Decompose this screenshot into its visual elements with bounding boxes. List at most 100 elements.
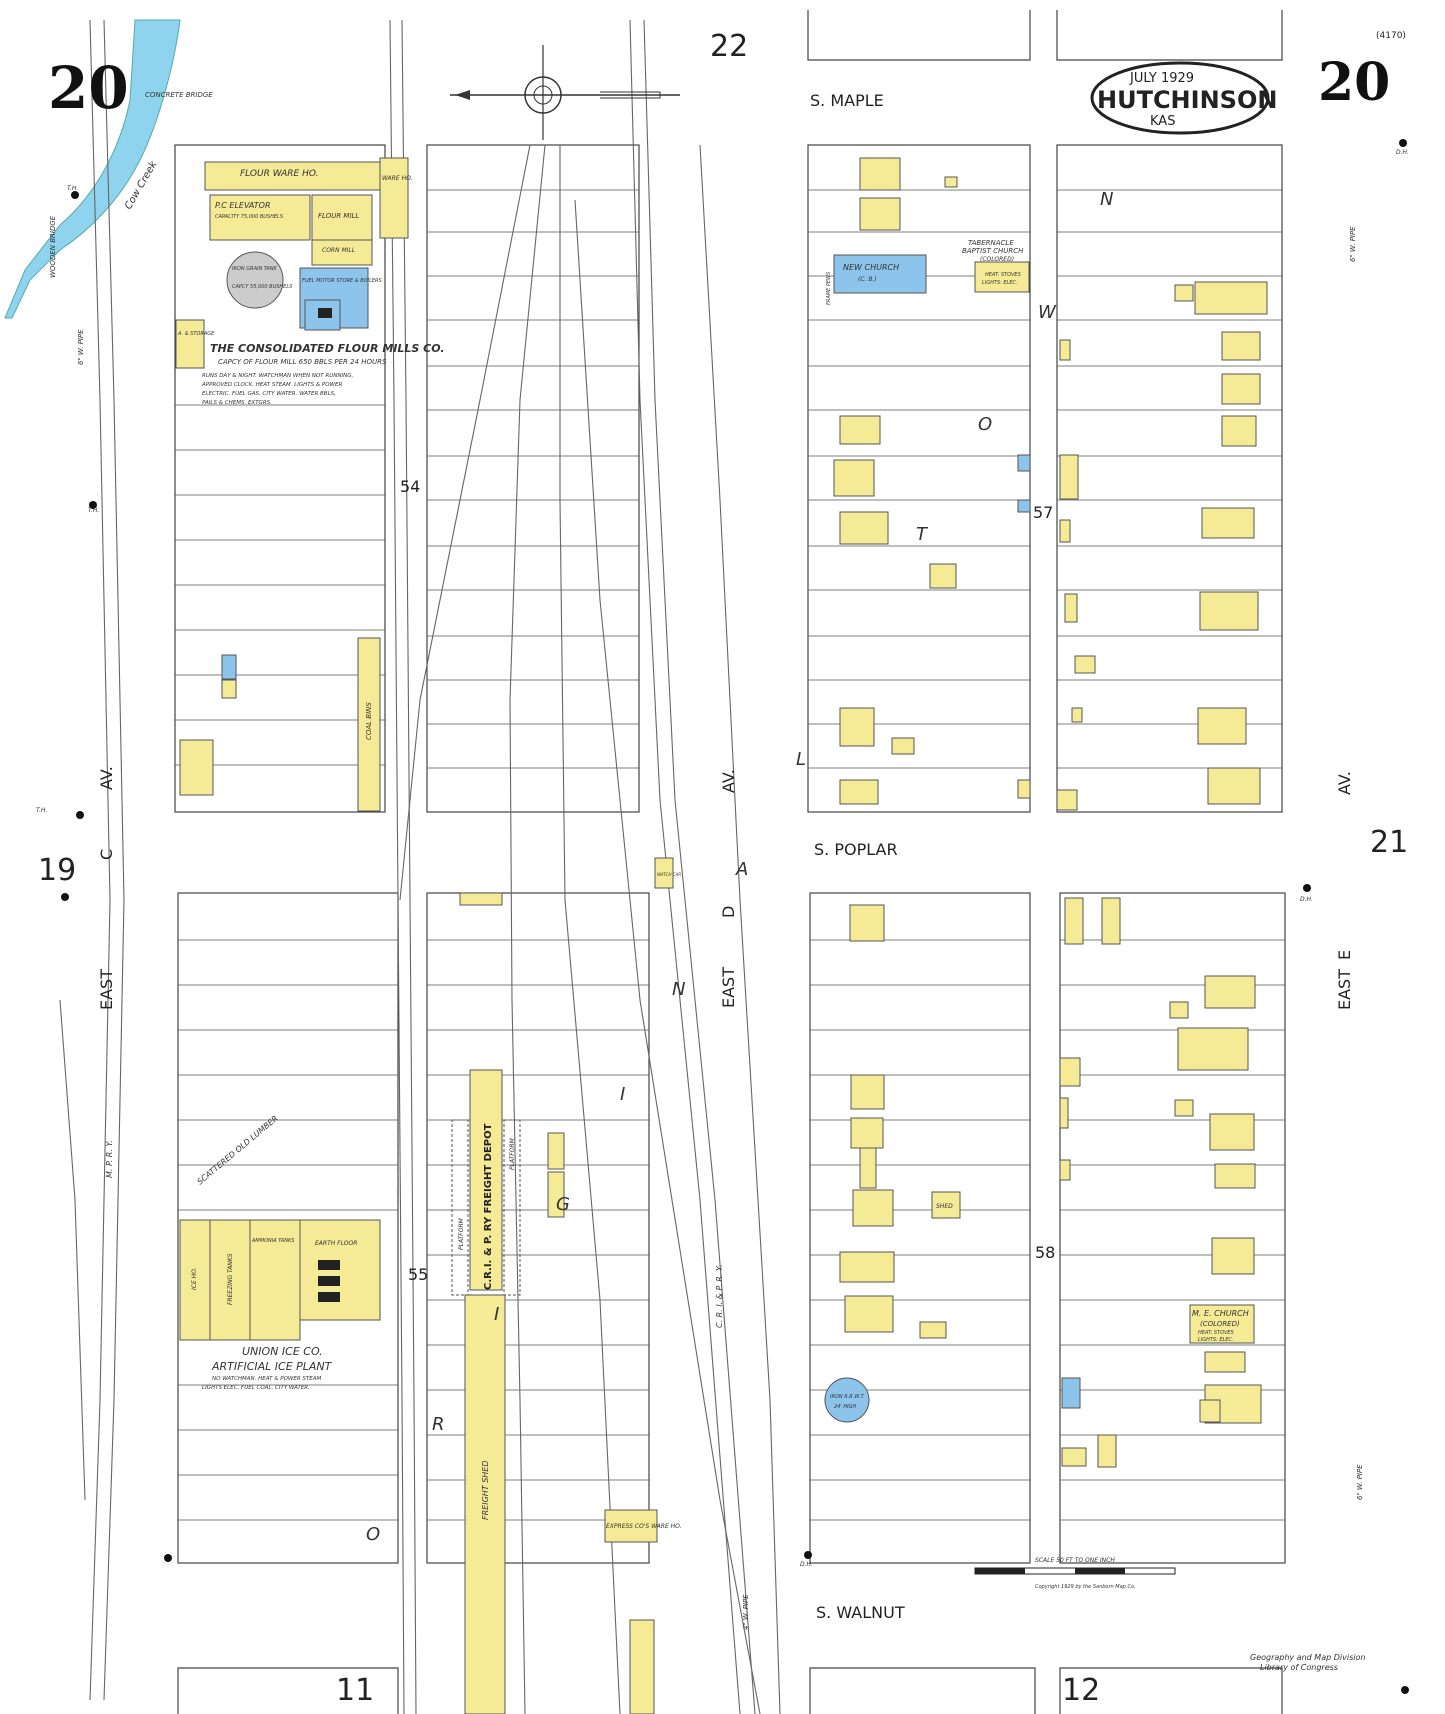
label-grain-cap: CAPCY 55,000 BUSHELS [232,284,293,290]
label-stamp-1: Library of Congress [1260,1663,1338,1672]
label-new-church-sub: (C. B.) [858,276,877,283]
svg-text:O: O [978,414,992,435]
title-city: HUTCHINSON [1097,86,1277,114]
svg-text:O: O [366,1524,380,1545]
compass-rose-icon [450,45,680,140]
structures-dwellings-bottom [824,904,961,1423]
block-top-left [174,144,386,813]
label-grain-tank: IRON GRAIN TANK [232,266,278,272]
svg-text:L: L [796,749,806,770]
structures-consolidated [175,157,409,812]
label-mill-notes-1: RUNS DAY & NIGHT. WATCHMAN WHEN NOT RUNN… [202,373,353,379]
svg-text:AV.: AV. [97,766,116,790]
block-bottom-strip-1 [177,1667,399,1714]
svg-text:AV.: AV. [719,769,738,793]
label-ice-ho: ICE HO. [191,1267,198,1290]
label-corn-mill: CORN MILL [322,247,355,254]
label-coal-bins: COAL BINS [365,702,373,740]
label-platform-right: PLATFORM [509,1137,516,1170]
label-freight-shed: FREIGHT SHED [481,1460,490,1520]
sheet-number-right: 20 [1318,52,1390,113]
label-flour-mill: FLOUR MILL [318,212,359,220]
label-artificial-ice: ARTIFICIAL ICE PLANT [211,1360,333,1373]
label-mill-notes-2: APPROVED CLOCK. HEAT STEAM. LIGHTS & POW… [201,382,342,388]
label-elevator: P.C ELEVATOR [215,201,271,210]
label-pipe-right: 6" W. PIPE [1349,226,1357,262]
label-wooden-bridge: WOODEN BRIDGE [49,215,57,278]
street-east-c: EAST C AV. [97,766,116,1010]
street-s-maple: S. MAPLE [810,91,884,110]
original-town-label: O R I G I N A L T O W N [366,189,1113,1545]
label-mpry: M. P. R. Y. [105,1140,114,1178]
label-ammonia-tanks: AMMONIA TANKS [251,1238,295,1244]
block-bottom-strip-2 [809,1667,1036,1714]
label-scattered-lumber: SCATTERED OLD LUMBER [196,1114,280,1187]
block-number-57: 57 [1033,503,1053,522]
scale-bar [974,1567,1176,1575]
block-55 [426,892,650,1564]
label-iron-tank: IRON R.R.W.T. [830,1394,865,1400]
marker-th-3: T.H. [36,807,47,814]
adjacent-sheet-right: 21 [1370,825,1408,860]
label-watch-car: WATCH CAR [657,872,681,877]
svg-text:EAST: EAST [1335,969,1354,1010]
label-me-church: M. E. CHURCH [1192,1309,1249,1318]
label-stamp-2: Geography and Map Division [1250,1653,1365,1662]
label-tabernacle-4: HEAT: STOVES [985,272,1022,278]
svg-text:N: N [1100,189,1113,210]
label-storage: A. & STORAGE [177,331,215,337]
svg-text:R: R [432,1414,445,1435]
label-ware-ho: WARE HO. [382,175,413,182]
label-concrete-bridge: CONCRETE BRIDGE [145,91,213,99]
label-earth-floor: EARTH FLOOR [315,1240,357,1247]
adjacent-sheet-bottom-left: 11 [336,1673,374,1708]
label-ice-notes-1: NO WATCHMAN. HEAT & POWER STEAM [212,1376,322,1382]
railroad-tracks [59,19,781,1714]
corner-ref: (4170) [1376,31,1406,41]
label-tabernacle-2: BAPTIST CHURCH [962,247,1024,255]
svg-text:G: G [556,1194,570,1215]
block-58-right [1059,892,1286,1564]
label-copyright: Copyright 1929 by the Sanborn Map Co. [1035,1584,1136,1590]
label-crip: C. R. I. & P. R. Y. [715,1265,724,1328]
structures-dwellings-top [833,157,1031,805]
label-consolidated: THE CONSOLIDATED FLOUR MILLS CO. [210,342,445,355]
label-elevator-cap: CAPACITY 75,000 BUSHELS [215,214,284,220]
marker-dh-1: D.H. [1396,149,1409,156]
title-date: JULY 1929 [1129,71,1194,86]
svg-text:C: C [97,849,116,860]
title-state: KAS [1150,114,1175,129]
label-mill-notes-3: ELECTRIC. FUEL GAS. CITY WATER. WATER BB… [202,391,336,397]
title-oval [1090,61,1270,135]
block-number-58: 58 [1035,1243,1055,1262]
label-union-ice: UNION ICE CO. [242,1345,323,1358]
block-number-54: 54 [400,477,420,496]
marker-th-1: T.H. [67,185,78,192]
label-me-church-2: (COLORED) [1200,1320,1240,1328]
label-tabernacle: TABERNACLE [968,239,1014,247]
block-54 [426,144,640,813]
label-ice-notes-2: LIGHTS ELEC. FUEL COAL. CITY WATER. [202,1385,310,1391]
adjacent-sheet-left: 19 [38,853,76,888]
street-east-e: EAST E AV. [1335,771,1354,1010]
label-consolidated-cap: CAPCY OF FLOUR MILL 650 BBLS PER 24 HOUR… [218,358,387,366]
block-bottom-left [177,892,399,1564]
svg-text:T: T [916,524,929,545]
label-mill-notes-4: PAILS & CHEMS. EXTGRS. [202,400,272,406]
lot-lines [175,189,1285,1521]
structures-dwellings-bottom-right [1059,897,1262,1468]
adjacent-sheet-top: 22 [710,29,748,64]
structures-small-left [179,654,237,796]
label-express-ware: EXPRESS CO'S WARE HO. [606,1523,682,1530]
label-me-church-3: HEAT: STOVES [1198,1330,1235,1336]
label-platform-left: PLATFORM [458,1217,465,1250]
svg-text:A: A [735,859,748,880]
marker-dh-3: D.H. [800,1561,813,1568]
svg-text:EAST: EAST [97,969,116,1010]
block-top-right [1056,144,1283,813]
label-pipe-4: 4" W. PIPE [742,1594,750,1630]
block-top-strip-1 [807,10,1031,61]
block-top-mid [807,144,1031,813]
label-freezing-tanks: FREEZING TANKS [227,1253,234,1305]
label-tabernacle-5: LIGHTS: ELEC. [982,280,1018,286]
